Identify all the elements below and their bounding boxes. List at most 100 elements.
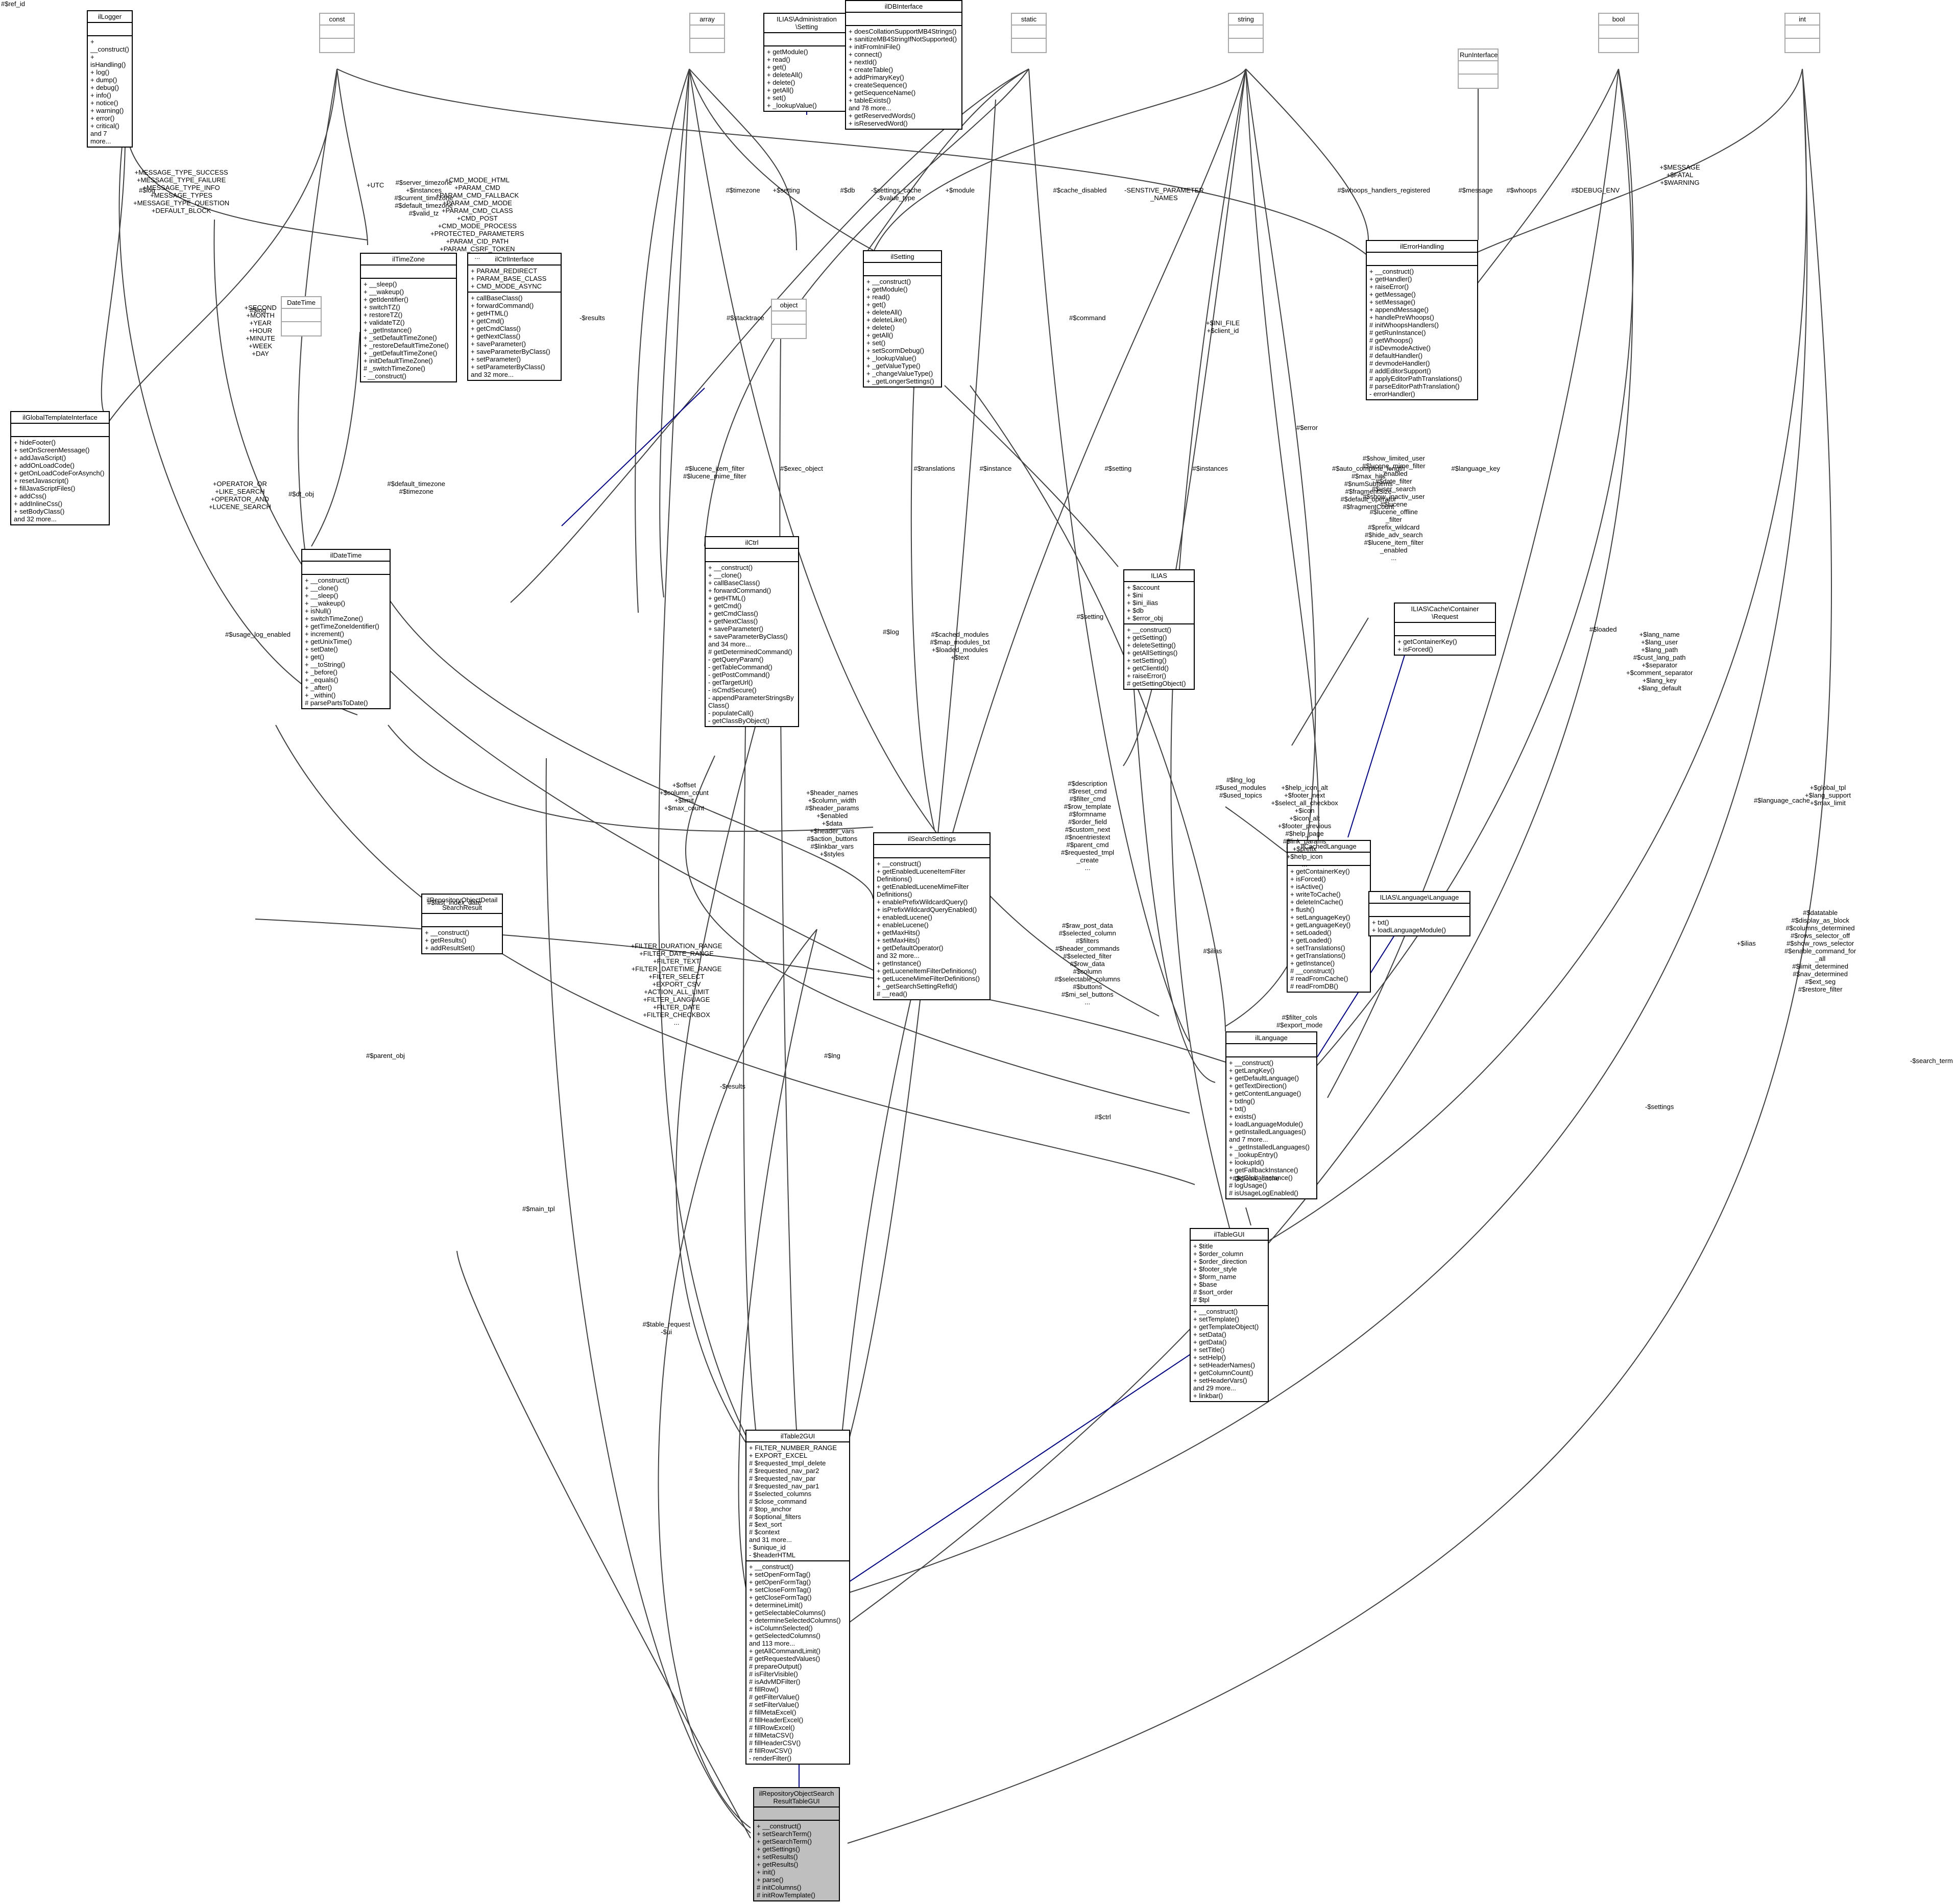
class-title: ilLogger [88, 11, 132, 23]
class-string[interactable]: string [1228, 13, 1264, 53]
class-methods: + __construct() + getEnabledLuceneItemFi… [877, 860, 980, 998]
class-runinterface[interactable]: RunInterface [1458, 49, 1499, 89]
edge-label: #$language_cache [1754, 797, 1810, 804]
class-iliasadministrationsetting[interactable]: ILIAS\Administration \Setting+ getModule… [763, 13, 850, 112]
class-iltablegui[interactable]: ilTableGUI+ $title + $order_column + $or… [1190, 1228, 1269, 1402]
class-attributes: + FILTER_NUMBER_RANGE + EXPORT_EXCEL # $… [746, 1442, 849, 1561]
edge-label: +OPERATOR_OR +LIKE_SEARCH +OPERATOR_AND … [209, 480, 271, 511]
class-ilrepositoryobjectsearchresulttablegui[interactable]: ilRepositoryObjectSearch ResultTableGUI+… [753, 1787, 840, 1901]
edge-label: #$table_request -$ui [642, 1320, 690, 1336]
edge-label: #$show_limited_user #$lucene_mime_filter… [1362, 454, 1426, 562]
class-methods [1599, 39, 1638, 52]
class-attributes: + $account + $ini + $ini_ilias + $db + $… [1124, 582, 1194, 624]
class-illogger[interactable]: ilLogger+ __construct() + isHandling() +… [87, 10, 133, 148]
edge-label: #$datatable #$display_as_block #$columns… [1784, 909, 1856, 993]
class-methods: + __sleep() + __wakeup() + getIdentifier… [364, 280, 449, 380]
edge-label: #$global_cache [1233, 1174, 1280, 1182]
class-array[interactable]: array [689, 13, 725, 53]
edge-label: #$instances [1192, 465, 1228, 472]
edge-label: #$ref_id [1, 0, 25, 8]
class-attributes [1395, 623, 1495, 636]
class-ildatetime[interactable]: ilDateTime+ __construct() + __clone() + … [301, 549, 391, 709]
edge-label: #$timezone [726, 186, 760, 194]
class-attributes [846, 13, 961, 26]
edge-label: +$help_icon_alt +$footer_next +$select_a… [1271, 784, 1338, 868]
class-attributes [320, 26, 354, 39]
class-ilias[interactable]: ILIAS+ $account + $ini + $ini_ilias + $d… [1123, 569, 1195, 690]
edge-label: #$ctrl [1095, 1113, 1111, 1121]
class-title: ilCtrlInterface [468, 254, 561, 266]
class-title: ILIAS\Language\Language [1369, 892, 1469, 904]
edge-label: #$error [1296, 424, 1318, 431]
edge-label: +$ilias [1736, 939, 1756, 947]
class-iltable2gui[interactable]: ilTable2GUI+ FILTER_NUMBER_RANGE + EXPOR… [745, 1430, 850, 1765]
class-int[interactable]: int [1784, 13, 1820, 53]
class-ildbinterface[interactable]: ilDBInterface+ doesCollationSupportMB4St… [845, 0, 962, 130]
class-attributes [282, 309, 321, 322]
class-ilglobaltemplateinterface[interactable]: ilGlobalTemplateInterface+ hideFooter() … [10, 411, 110, 525]
class-attributes [88, 23, 132, 36]
edge-label: +UTC [367, 181, 384, 189]
edge-label: #$translations [913, 465, 955, 472]
edge-label: #$lng [824, 1052, 840, 1059]
class-ilctrl[interactable]: ilCtrl+ __construct() + __clone() + call… [705, 536, 799, 727]
class-methods: + __construct() + getResults() + addResu… [425, 929, 475, 952]
class-attributes [754, 1807, 839, 1821]
class-title: ILIAS\Cache\Container \Request [1395, 604, 1495, 623]
class-methods [1012, 39, 1046, 52]
class-attributes [1599, 26, 1638, 39]
class-title: ilSetting [864, 251, 941, 263]
edge-label: -$settings_cache -$value_type [871, 186, 922, 202]
edge-label: #$cache_disabled [1053, 186, 1107, 194]
edge-label: #$server_timezone +$instances #$current_… [394, 179, 453, 217]
edge-label: #$DEBUG_ENV [1571, 186, 1620, 194]
class-iltimezone[interactable]: ilTimeZone + __sleep() + __wakeup() + get… [360, 253, 457, 382]
edge-label: #$loaded [1589, 625, 1617, 633]
class-methods: + getModule() + read() + get() + deleteA… [767, 48, 817, 109]
class-ilerrorhandling[interactable]: ilErrorHandling+ __construct() + getHand… [1366, 240, 1478, 400]
class-iliascacherequest[interactable]: ILIAS\Cache\Container \Request+ getConta… [1394, 602, 1496, 656]
class-title: ilTableGUI [1191, 1229, 1268, 1241]
edge-label: +$INI_FILE +$client_id [1206, 319, 1240, 334]
edge-label: +$module [945, 186, 975, 194]
class-title: ilErrorHandling [1367, 241, 1477, 253]
edge-label: #$description #$reset_cmd #$filter_cmd #… [1061, 780, 1115, 872]
class-methods [1459, 75, 1498, 88]
edge-label: +CMD_MODE_HTML +PARAM_CMD +PARAM_CMD_FAL… [430, 176, 524, 260]
class-object[interactable]: object [771, 299, 807, 339]
class-attributes [1367, 253, 1477, 266]
class-methods: + __construct() + setSearchTerm() + getS… [757, 1822, 815, 1899]
edge-label: #$auto_complete_length #$max_hits #$numS… [1332, 465, 1405, 511]
edge-label: #$log [250, 306, 266, 314]
class-title: bool [1599, 14, 1638, 26]
class-title: ilDBInterface [846, 1, 961, 13]
class-ilrepositoryobjectdetailsearchresult[interactable]: ilRepositoryObjectDetail SearchResult+ _… [421, 894, 503, 954]
class-static[interactable]: static [1011, 13, 1047, 53]
class-iliaslanguage[interactable]: ILIAS\Language\Language+ txt() + loadLan… [1368, 891, 1470, 936]
edge-label: #$command [1069, 314, 1106, 322]
class-title: ilTimeZone [361, 254, 456, 266]
class-const[interactable]: const [319, 13, 355, 53]
class-methods [1785, 39, 1819, 52]
class-attributes [706, 549, 798, 562]
class-ilctrlinterface[interactable]: ilCtrlInterface+ PARAM_REDIRECT + PARAM_… [467, 253, 562, 381]
edge-label: #$log [139, 186, 155, 194]
edge-label: #$setting [1104, 465, 1132, 472]
class-title: ilCachedLanguage [1288, 841, 1370, 853]
edge-label: #$setting [1076, 613, 1104, 620]
edge-label: -$results [580, 314, 605, 322]
class-bool[interactable]: bool [1598, 13, 1639, 53]
class-ilsearchsettings[interactable]: ilSearchSettings + __construct() + getEna… [873, 832, 991, 1000]
class-title: ilSearchSettings [874, 833, 989, 845]
edge-label: +SECOND +MONTH +YEAR +HOUR +MINUTE +WEEK… [244, 304, 277, 357]
class-title: static [1012, 14, 1046, 26]
class-attributes [1288, 853, 1370, 866]
class-title: ilGlobalTemplateInterface [11, 412, 109, 424]
class-methods [282, 322, 321, 335]
class-attributes [302, 562, 390, 575]
class-illanguage[interactable]: ilLanguage+ __construct() + getLangKey()… [1225, 1031, 1317, 1199]
class-datetime[interactable]: DateTime [281, 296, 322, 336]
class-ilsetting[interactable]: ilSetting+ __construct() + getModule() +… [863, 250, 942, 388]
